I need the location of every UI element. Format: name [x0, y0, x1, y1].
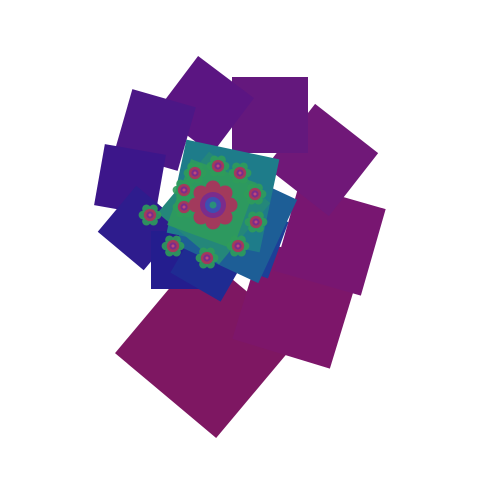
flower-motif — [243, 183, 267, 205]
flower-motif — [172, 196, 196, 218]
outer-spiral-square — [232, 77, 308, 153]
central-flower — [188, 180, 238, 230]
flower-core — [253, 192, 257, 196]
central-petal — [188, 197, 204, 213]
central-dot — [209, 201, 217, 209]
flower-motif — [226, 235, 250, 257]
flower-core — [182, 205, 186, 209]
inner-fractal-cluster — [138, 139, 298, 284]
flower-motif — [244, 211, 268, 233]
flower-motif — [228, 162, 252, 184]
central-petal — [205, 214, 221, 230]
central-petal — [222, 197, 238, 213]
central-petal — [205, 180, 221, 196]
flower-motif — [195, 247, 219, 269]
flower-motif — [206, 155, 230, 177]
flower-core — [254, 220, 258, 224]
flower-core — [238, 171, 242, 175]
flower-core — [171, 244, 175, 248]
flower-core — [193, 171, 197, 175]
flower-core — [205, 256, 209, 260]
flower-core — [236, 244, 240, 248]
flower-motif — [161, 235, 185, 257]
flower-motif — [138, 204, 162, 226]
flower-motif — [183, 162, 207, 184]
flower-core — [182, 188, 186, 192]
flower-core — [216, 164, 220, 168]
flower-core — [148, 213, 152, 217]
outer-spiral-square — [274, 184, 386, 296]
